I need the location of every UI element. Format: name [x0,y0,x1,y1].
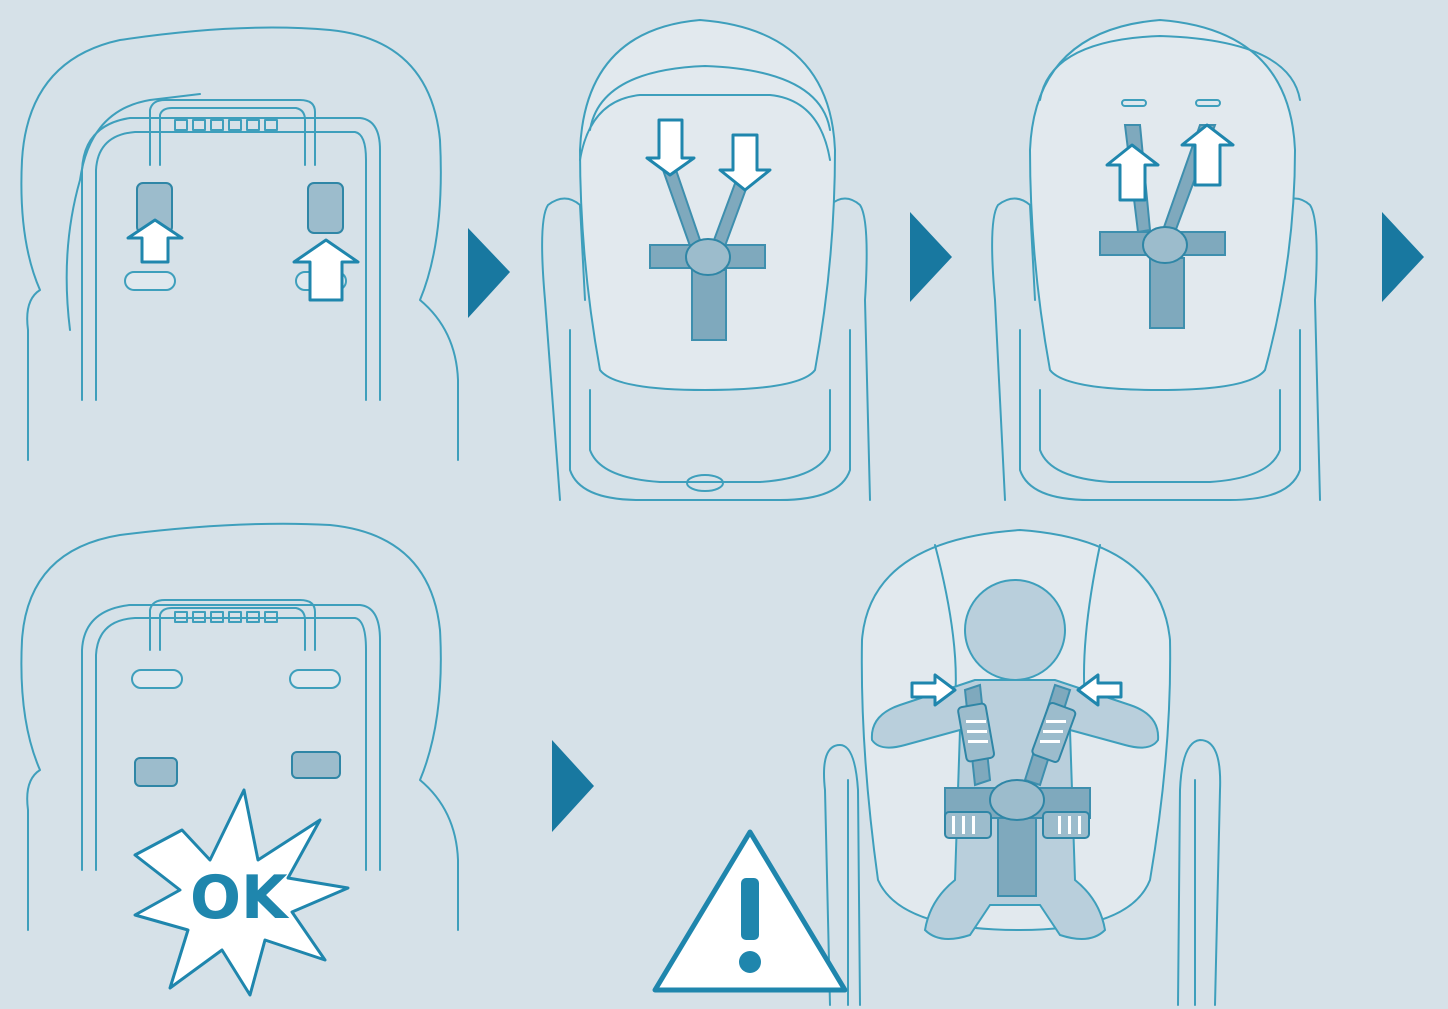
arrow-up-icon [126,218,184,264]
hip-pad-left [944,811,992,839]
hip-pad-right [1042,811,1090,839]
arrow-down-icon [718,133,772,192]
ok-burst-icon [133,788,350,997]
ok-label: OK [190,863,290,933]
arrow-up-icon [1105,143,1160,202]
shoulder-pad-right [1031,701,1077,763]
arrow-up-icon [1180,123,1235,187]
arrow-up-icon [292,238,360,302]
arrow-right-icon [910,673,957,707]
arrow-left-icon [1076,673,1123,707]
next-step-arrow-icon [1382,212,1424,302]
step-5-child-harnessed-warning [652,528,1222,1006]
arrow-down-icon [645,118,696,177]
step-3-front-straps-push-up [991,18,1321,501]
warning-triangle-icon [652,829,848,993]
step-2-front-straps-pull-down [541,18,871,501]
next-step-arrow-icon [468,228,510,318]
harness-buckle [989,779,1045,821]
step-1-rear-slots-insert [20,26,459,461]
shoulder-pad-left [957,702,996,763]
step-4-rear-slots-locked: OK [20,522,459,997]
next-step-arrow-icon [552,740,594,832]
next-step-arrow-icon [910,212,952,302]
